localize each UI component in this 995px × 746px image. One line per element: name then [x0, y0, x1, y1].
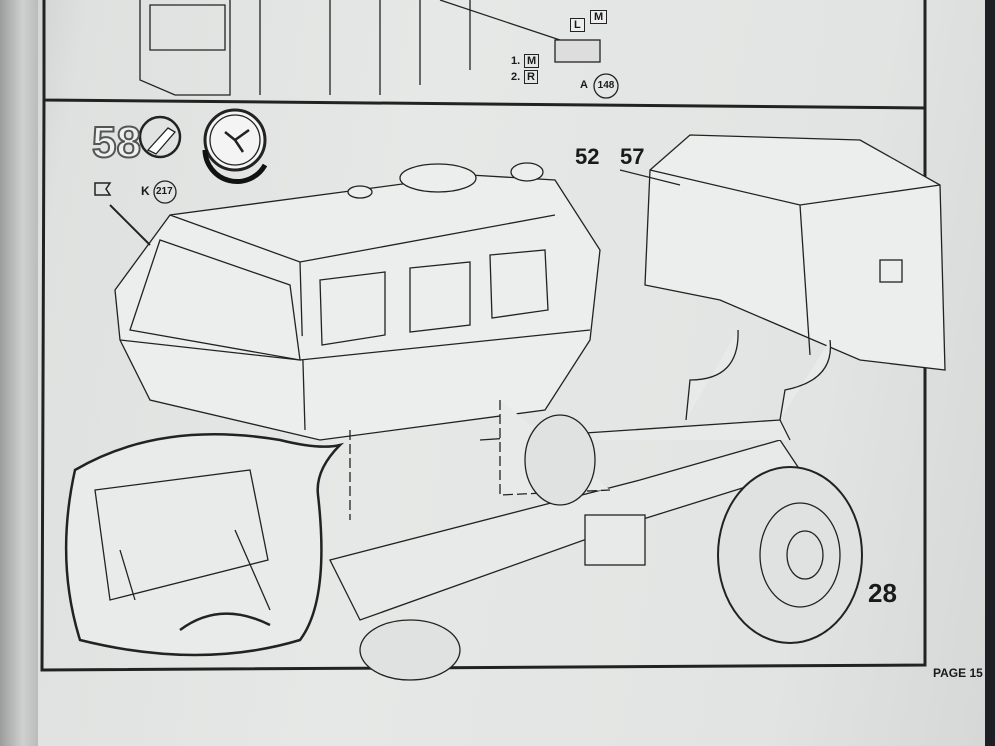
wheel-rear-left — [524, 414, 596, 506]
detail-bubble — [64, 433, 345, 657]
part-number-148: 148 — [597, 80, 615, 91]
part-sprue-k: K — [141, 184, 150, 198]
decal-label-l: L — [570, 18, 585, 32]
cab-body — [114, 162, 601, 441]
option-2-decal: R — [524, 70, 538, 84]
option-1-number: 1. — [511, 55, 521, 67]
callout-52: 52 — [575, 144, 600, 169]
wheel-front — [717, 466, 863, 644]
decal-label-m: M — [590, 10, 608, 24]
part-sprue-a: A — [580, 79, 588, 91]
previous-page-edge — [0, 0, 38, 746]
page-number: PAGE 15 — [933, 666, 983, 680]
decal-flag-icon — [94, 182, 112, 196]
top-step-frame — [42, 0, 927, 110]
top-step-cab-sketch — [139, 0, 601, 96]
callout-57: 57 — [620, 144, 645, 169]
glue-tube-icon — [138, 115, 182, 159]
part-number-217: 217 — [156, 186, 173, 197]
option-2-number: 2. — [511, 71, 521, 83]
option-1-decal: M — [524, 54, 540, 68]
rear-cover — [644, 134, 946, 371]
wheel-bottom — [359, 619, 461, 681]
callout-28: 28 — [868, 578, 897, 608]
step-58-frame — [40, 99, 927, 672]
clock-drying-time-icon — [202, 108, 268, 184]
step-number: 58 — [91, 117, 142, 168]
